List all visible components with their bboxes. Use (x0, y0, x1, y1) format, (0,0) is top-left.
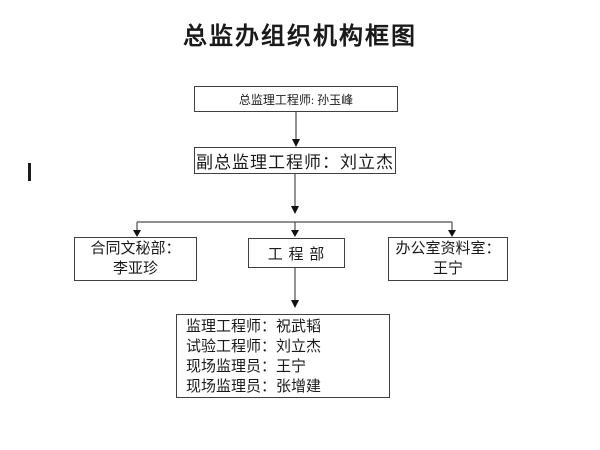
staff-line: 现场监理员：张增建 (186, 379, 322, 395)
node-deputy-chief-engineer-label: 副总监理工程师：刘立杰 (196, 153, 394, 172)
node-contract-dept-person: 李亚珍 (112, 261, 158, 277)
node-chief-engineer-label: 总监理工程师: 孙玉峰 (238, 92, 354, 107)
text-cursor (28, 163, 31, 181)
arrowhead-left-dept (133, 230, 141, 237)
node-staff-list: 监理工程师：祝武韬 试验工程师：刘立杰 现场监理员：王宁 现场监理员：张增建 (176, 314, 390, 398)
arrowhead-staff (291, 300, 299, 308)
node-engineering-dept: 工 程 部 (248, 238, 345, 268)
node-deputy-chief-engineer: 副总监理工程师：刘立杰 (194, 147, 396, 174)
node-office-dept-title: 办公室资料室： (395, 241, 501, 257)
node-office-records-dept: 办公室资料室： 王宁 (388, 237, 508, 281)
arrowhead-junction (291, 206, 299, 214)
node-office-dept-person: 王宁 (432, 261, 463, 277)
staff-line: 试验工程师：刘立杰 (186, 339, 322, 355)
node-engineering-dept-label: 工 程 部 (267, 246, 326, 263)
arrowhead-right-dept (448, 230, 456, 237)
node-contract-dept-title: 合同文秘部： (90, 241, 181, 257)
staff-line: 现场监理员：王宁 (186, 359, 307, 375)
node-contract-secretary-dept: 合同文秘部： 李亚珍 (74, 237, 197, 281)
arrowhead-deputy (292, 139, 300, 147)
staff-line: 监理工程师：祝武韬 (186, 319, 322, 335)
arrowhead-middle-dept (291, 230, 299, 237)
node-chief-engineer: 总监理工程师: 孙玉峰 (194, 86, 398, 112)
page-title: 总监办组织机构框图 (183, 24, 417, 50)
